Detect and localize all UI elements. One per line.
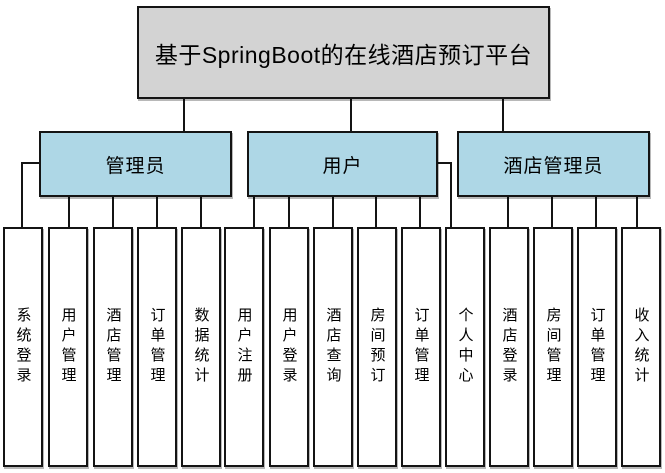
leaf-node-user-register: 用户注册 — [224, 227, 264, 467]
leaf-label-room-management: 房间管理 — [544, 307, 562, 387]
connector-root-to-hotel-admin — [502, 99, 504, 131]
connector-elbow-hotel-horizontal — [438, 162, 452, 164]
leaf-node-order-management-user: 订单管理 — [401, 227, 441, 467]
connector-hotel-to-income-statistics — [636, 197, 638, 227]
root-node: 基于SpringBoot的在线酒店预订平台 — [137, 6, 550, 99]
leaf-label-income-statistics: 收入统计 — [632, 307, 650, 387]
leaf-node-hotel-management: 酒店管理 — [93, 227, 133, 467]
leaf-node-order-management-hotel: 订单管理 — [577, 227, 617, 467]
connector-admin-to-data-statistics — [200, 197, 202, 227]
leaf-node-room-management: 房间管理 — [533, 227, 573, 467]
leaf-label-user-login: 用户登录 — [280, 307, 298, 387]
leaf-node-personal-center: 个人中心 — [445, 227, 485, 467]
leaf-label-order-management-user: 订单管理 — [412, 307, 430, 387]
connector-elbow-admin-horizontal — [21, 162, 39, 164]
group-node-admin-label: 管理员 — [105, 155, 166, 177]
connector-elbow-admin-vertical — [21, 162, 23, 227]
leaf-node-user-management: 用户管理 — [48, 227, 88, 467]
leaf-node-system-login: 系统登录 — [3, 227, 43, 467]
group-node-user-label: 用户 — [322, 155, 363, 177]
leaf-node-room-booking: 房间预订 — [357, 227, 397, 467]
leaf-node-order-management-admin: 订单管理 — [137, 227, 177, 467]
leaf-label-user-register: 用户注册 — [235, 307, 253, 387]
leaf-label-personal-center: 个人中心 — [456, 307, 474, 387]
leaf-node-hotel-login: 酒店登录 — [489, 227, 529, 467]
connector-admin-to-hotel-management — [112, 197, 114, 227]
group-node-hotel-admin-label: 酒店管理员 — [503, 155, 604, 177]
connector-hotel-to-hotel-login — [507, 197, 509, 227]
leaf-node-income-statistics: 收入统计 — [621, 227, 661, 467]
group-node-admin: 管理员 — [39, 131, 232, 197]
connector-admin-to-user-management — [68, 197, 70, 227]
leaf-label-hotel-management: 酒店管理 — [104, 307, 122, 387]
leaf-label-hotel-search: 酒店查询 — [324, 307, 342, 387]
group-node-user: 用户 — [247, 131, 438, 197]
leaf-label-room-booking: 房间预订 — [368, 307, 386, 387]
root-node-label: 基于SpringBoot的在线酒店预订平台 — [154, 41, 533, 68]
leaf-node-data-statistics: 数据统计 — [181, 227, 221, 467]
leaf-label-data-statistics: 数据统计 — [192, 307, 210, 387]
connector-user-to-login — [288, 197, 290, 227]
connector-user-to-room-booking — [375, 197, 377, 227]
leaf-node-user-login: 用户登录 — [269, 227, 309, 467]
connector-admin-to-order-management — [156, 197, 158, 227]
connector-hotel-to-room-management — [551, 197, 553, 227]
leaf-label-system-login: 系统登录 — [14, 307, 32, 387]
connector-user-to-register — [253, 197, 255, 227]
group-node-hotel-admin: 酒店管理员 — [457, 131, 650, 197]
leaf-node-hotel-search: 酒店查询 — [313, 227, 353, 467]
leaf-label-hotel-login: 酒店登录 — [500, 307, 518, 387]
leaf-label-user-management: 用户管理 — [59, 307, 77, 387]
connector-hotel-to-order-management — [595, 197, 597, 227]
connector-user-to-hotel-search — [332, 197, 334, 227]
connector-root-to-admin — [183, 99, 185, 131]
connector-root-to-user — [350, 99, 352, 131]
connector-elbow-hotel-vertical — [450, 162, 452, 227]
connector-user-to-order-management — [419, 197, 421, 227]
leaf-label-order-management-admin: 订单管理 — [148, 307, 166, 387]
leaf-label-order-management-hotel: 订单管理 — [588, 307, 606, 387]
